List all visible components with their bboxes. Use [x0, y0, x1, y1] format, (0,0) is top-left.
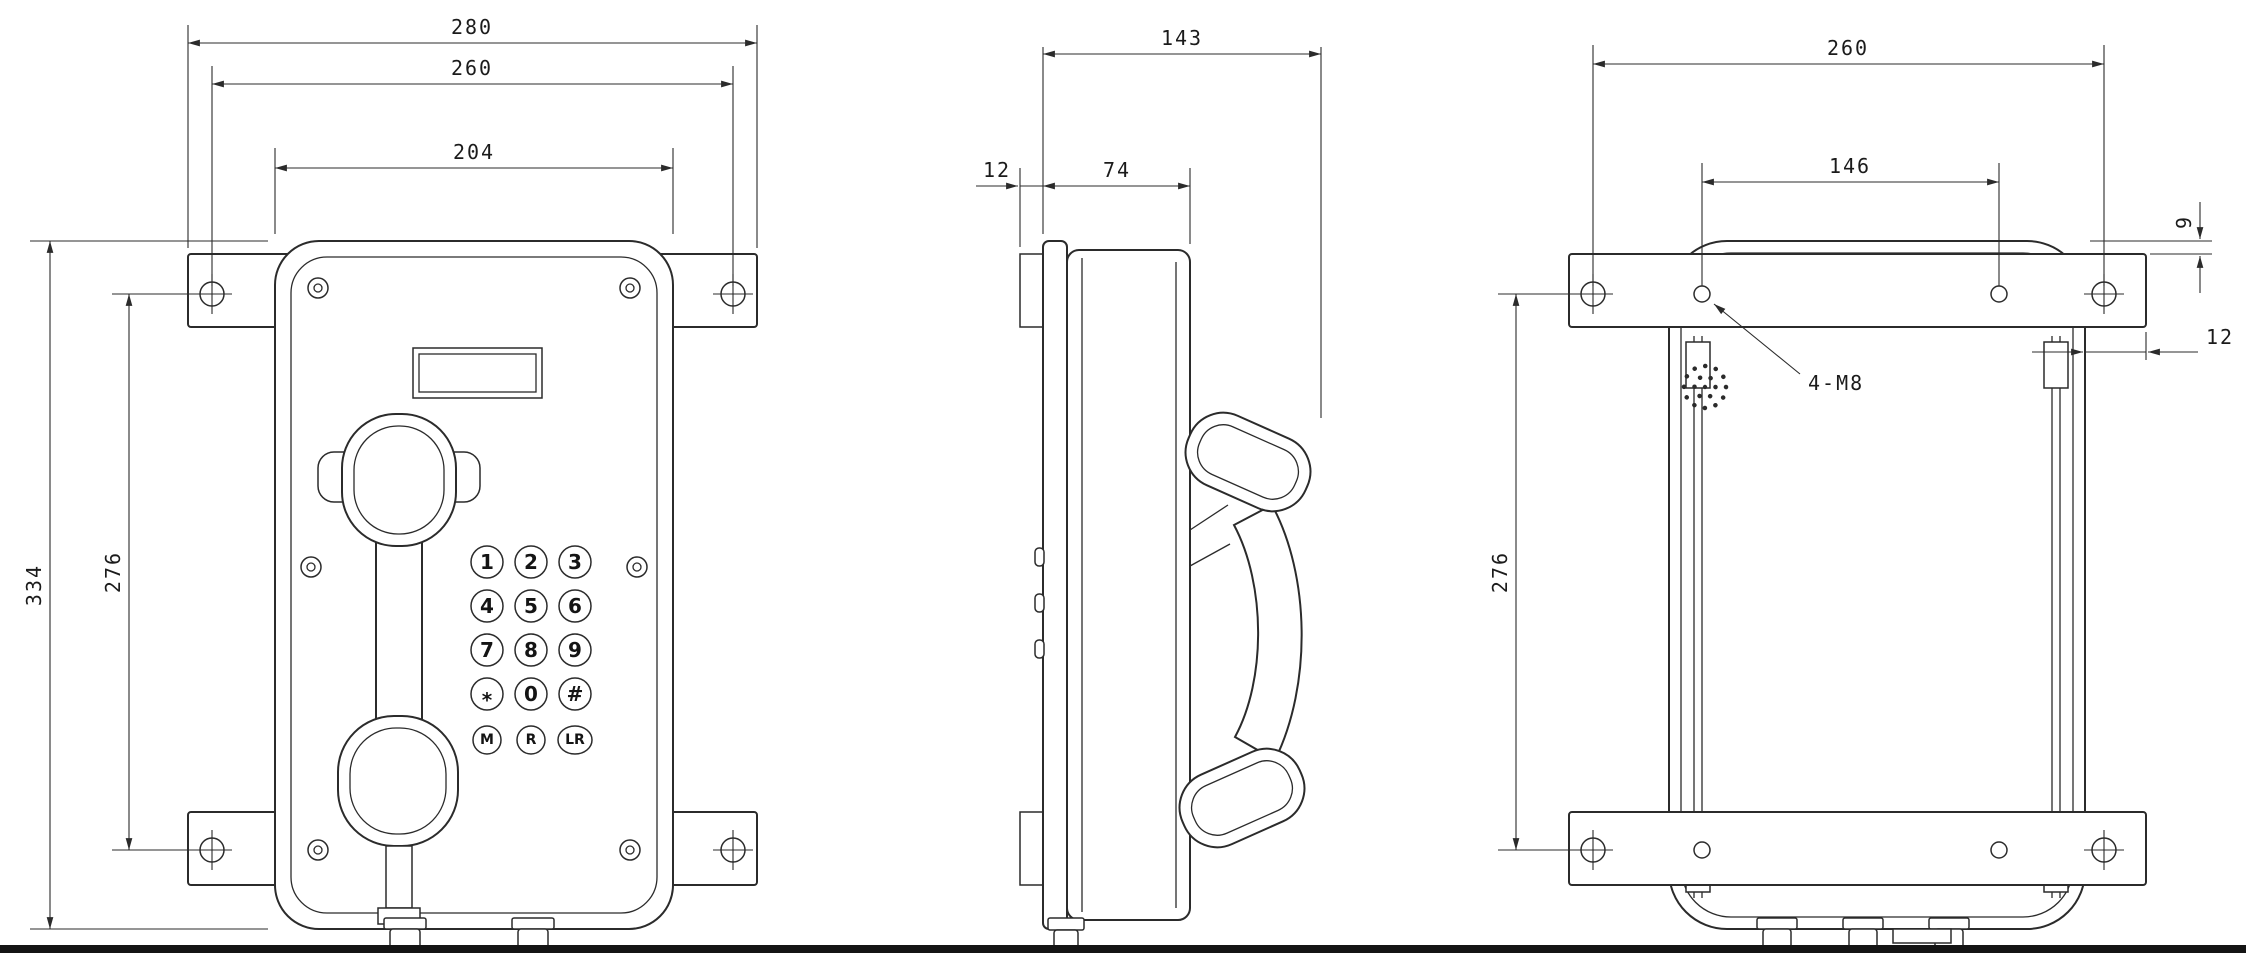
front-mount-hole-bottom-left: [192, 830, 232, 870]
dim-label: 204: [453, 140, 495, 164]
handset-side-ear-cap: [1184, 411, 1312, 513]
dim-front-body-width: 204: [274, 140, 674, 234]
handset-side: [1178, 411, 1312, 849]
function-key-m: M: [472, 725, 502, 755]
side-top-flange: [1019, 253, 1045, 328]
dim-label: 146: [1829, 154, 1871, 178]
key-label: 9: [568, 638, 582, 662]
key-label: 8: [524, 638, 538, 662]
mount-hole-label: 4-M8: [1808, 371, 1864, 395]
key-label: *: [482, 688, 493, 712]
dim-front-mount-hole-width: 260: [211, 56, 734, 286]
dim-side-body-depth: 74: [1043, 158, 1191, 244]
keypad-key-9: 9: [558, 633, 592, 667]
keypad-key-0: 0: [514, 677, 548, 711]
key-label: 7: [480, 638, 494, 662]
dim-rear-top-offset: 9: [2090, 202, 2212, 293]
keypad-key-4: 4: [470, 589, 504, 623]
dim-label: 9: [2172, 215, 2196, 229]
dim-side-flange-offset: 12: [976, 158, 1043, 247]
keypad-key-5: 5: [514, 589, 548, 623]
dim-label: 143: [1161, 26, 1203, 50]
footer-bar: [0, 945, 2246, 953]
side-front-lid: [1042, 240, 1068, 930]
front-mount-hole-bottom-right: [713, 830, 753, 870]
side-view: 143 12 74: [976, 26, 1322, 951]
rear-inner-hole-bottom-right: [1990, 841, 2008, 859]
front-cable-glands: [383, 917, 555, 949]
keypad-key-hash: #: [558, 677, 592, 711]
speaker-grille: [1681, 363, 1729, 411]
dim-rear-inner-hole-width: 146: [1701, 154, 2000, 286]
mount-hole-callout: 4-M8: [1713, 303, 1864, 395]
front-body-inner-line: [290, 256, 658, 914]
key-label: 0: [524, 682, 538, 706]
key-label: 2: [524, 550, 538, 574]
key-label: R: [526, 732, 537, 748]
key-label: 6: [568, 594, 582, 618]
front-body: [274, 240, 674, 930]
key-label: M: [480, 732, 494, 748]
dim-label: 260: [1827, 36, 1869, 60]
dim-front-overall-height: 334: [22, 240, 268, 930]
side-latch-2: [1034, 593, 1045, 613]
keypad-key-6: 6: [558, 589, 592, 623]
function-key-r: R: [516, 725, 546, 755]
keypad-key-8: 8: [514, 633, 548, 667]
keypad: 1 2 3 4 5 6 7 8 9 * 0 # M R LR: [470, 545, 593, 755]
side-latch-3: [1034, 639, 1045, 659]
function-key-lr: LR: [557, 725, 593, 755]
dim-label: 334: [22, 564, 46, 606]
dim-label: 276: [101, 551, 125, 593]
rear-mount-hole-top-right: [2084, 274, 2124, 314]
keypad-key-1: 1: [470, 545, 504, 579]
handset-side-mouth-cap: [1178, 747, 1306, 849]
side-latch-1: [1034, 547, 1045, 567]
dim-label: 280: [451, 15, 493, 39]
rear-inner-hole-bottom-left: [1693, 841, 1711, 859]
dim-label: 260: [451, 56, 493, 80]
keypad-key-2: 2: [514, 545, 548, 579]
rear-inner-hole-top-left: [1693, 285, 1711, 303]
side-bottom-flange: [1019, 811, 1045, 886]
rear-cable-glands: [1756, 917, 1970, 950]
dim-front-mount-hole-height: 276: [101, 293, 200, 851]
handset-front: [317, 413, 481, 925]
dim-label: 74: [1103, 158, 1131, 182]
rear-view: 4-M8 260 146 276 9: [1488, 36, 2234, 950]
key-label: 5: [524, 594, 538, 618]
key-label: 1: [480, 550, 494, 574]
dim-front-overall-width: 280: [187, 15, 758, 248]
dim-side-overall-depth: 143: [1042, 26, 1322, 418]
keypad-key-7: 7: [470, 633, 504, 667]
rear-mount-hole-bottom-right: [2084, 830, 2124, 870]
handset-ear-cup: [341, 413, 457, 547]
keypad-key-3: 3: [558, 545, 592, 579]
key-label: #: [567, 682, 584, 706]
key-label: LR: [565, 732, 585, 748]
handset-mouth-cup: [337, 715, 459, 847]
dim-label: 12: [983, 158, 1011, 182]
key-label: 4: [480, 594, 494, 618]
rear-inner-hole-top-right: [1990, 285, 2008, 303]
front-view: 1 2 3 4 5 6 7 8 9 * 0 # M R LR 280: [22, 15, 758, 949]
rear-bottom-bracket: [1568, 811, 2147, 886]
keypad-key-star: *: [470, 677, 504, 712]
front-cover-screws: [300, 277, 648, 861]
display-window: [412, 347, 543, 399]
handset-side-handle: [1232, 503, 1303, 762]
handset-cord-stem: [385, 845, 413, 909]
dim-label: 12: [2206, 325, 2234, 349]
dim-rear-side-offset: 12: [2032, 325, 2234, 360]
dim-rear-mount-hole-height: 276: [1488, 293, 1581, 851]
dim-label: 276: [1488, 551, 1512, 593]
display-window-inner: [418, 353, 537, 393]
rear-top-bracket: [1568, 253, 2147, 328]
key-label: 3: [568, 550, 582, 574]
rear-mount-hole-bottom-left: [1573, 830, 1613, 870]
side-housing: [1066, 249, 1191, 921]
dim-rear-mount-hole-width: 260: [1592, 36, 2105, 286]
